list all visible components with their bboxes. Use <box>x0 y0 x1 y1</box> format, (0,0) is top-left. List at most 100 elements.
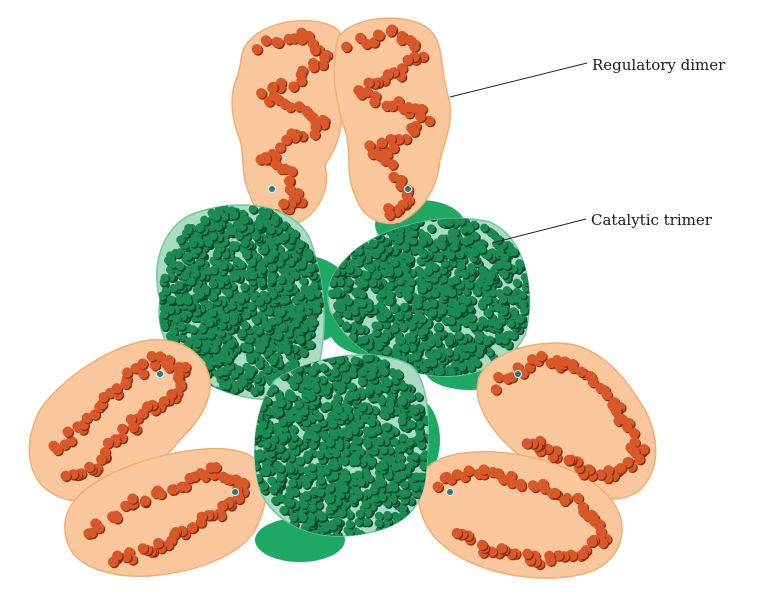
atom <box>249 271 257 279</box>
atom <box>240 283 248 291</box>
atom <box>198 325 206 333</box>
atom <box>256 88 266 98</box>
atom <box>438 241 446 249</box>
atom <box>444 348 452 356</box>
atom <box>176 262 184 270</box>
atom <box>306 340 314 348</box>
regulatory-dimer-top <box>232 18 450 223</box>
atom <box>277 276 285 284</box>
atom <box>426 339 434 347</box>
atom <box>416 270 424 278</box>
atom <box>559 496 569 506</box>
atom <box>364 229 372 237</box>
atom <box>266 254 274 262</box>
atom <box>457 262 465 270</box>
atom <box>280 251 288 259</box>
atom <box>509 331 517 339</box>
atom <box>269 357 277 365</box>
atom <box>369 97 379 107</box>
atom-shadow <box>346 246 354 254</box>
atom <box>193 339 201 347</box>
atom <box>230 211 238 219</box>
atom <box>587 537 597 547</box>
atom <box>494 321 502 329</box>
atom <box>285 102 295 112</box>
atom <box>281 233 289 241</box>
atom <box>287 166 297 176</box>
atom <box>140 496 150 506</box>
atom <box>263 323 271 331</box>
atom <box>274 332 282 340</box>
atom <box>475 335 483 343</box>
atom <box>344 297 352 305</box>
atom <box>255 360 263 368</box>
atom <box>237 260 245 268</box>
atom <box>242 251 250 259</box>
atom <box>228 227 236 235</box>
atom <box>428 308 436 316</box>
atom <box>462 297 470 305</box>
atom <box>506 319 514 327</box>
atom <box>503 286 511 294</box>
atom <box>84 462 94 472</box>
atom <box>183 297 191 305</box>
atom <box>447 317 455 325</box>
atom <box>189 325 197 333</box>
atom <box>255 326 263 334</box>
atom <box>227 301 235 309</box>
atom <box>500 336 508 344</box>
atom <box>164 362 174 372</box>
atom <box>452 276 460 284</box>
atom <box>187 277 195 285</box>
atom <box>350 240 358 248</box>
atom <box>516 481 526 491</box>
atom <box>222 381 230 389</box>
atom <box>112 513 122 523</box>
atom <box>358 299 366 307</box>
atom <box>341 42 351 52</box>
atom <box>503 261 511 269</box>
atom <box>355 247 363 255</box>
atom <box>418 285 426 293</box>
atom <box>257 278 265 286</box>
atom <box>454 331 462 339</box>
atom <box>342 321 350 329</box>
atom <box>173 315 181 323</box>
atom <box>267 226 275 234</box>
atom <box>360 335 368 343</box>
atom <box>478 245 486 253</box>
atom <box>231 273 239 281</box>
atom <box>345 265 353 273</box>
atom <box>500 307 508 315</box>
atom <box>500 270 508 278</box>
atom <box>401 344 409 352</box>
atom <box>450 243 458 251</box>
atom <box>260 246 268 254</box>
atom <box>176 236 184 244</box>
atom <box>181 271 189 279</box>
atom <box>208 308 216 316</box>
atom <box>245 370 253 378</box>
atom <box>384 210 394 220</box>
atom <box>249 205 257 213</box>
atom <box>395 236 403 244</box>
atom <box>222 367 230 375</box>
atom <box>262 211 270 219</box>
atom <box>578 549 588 559</box>
atom <box>380 334 388 342</box>
atom <box>268 275 276 283</box>
atom <box>374 30 384 40</box>
atom <box>446 251 454 259</box>
atom <box>209 266 217 274</box>
atom <box>224 355 232 363</box>
atom <box>191 269 199 277</box>
atom <box>520 306 528 314</box>
atom <box>431 289 439 297</box>
atom <box>246 355 254 363</box>
atom <box>397 336 405 344</box>
atom <box>219 261 227 269</box>
atom <box>429 358 437 366</box>
atom <box>117 424 127 434</box>
atom <box>309 318 317 326</box>
